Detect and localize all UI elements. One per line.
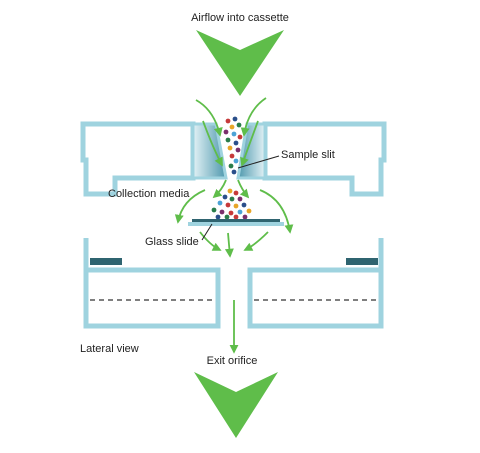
upper-housing-right <box>262 121 387 197</box>
lower-band-left <box>90 258 122 265</box>
lateral-view-label: Lateral view <box>80 343 139 355</box>
sample-slit-leader <box>237 155 280 169</box>
lower-band-right <box>346 258 378 265</box>
sample-slit-label: Sample slit <box>281 149 335 161</box>
flow-arrows <box>174 97 294 354</box>
lower-housing-left <box>83 238 221 329</box>
slit-wall-right <box>236 122 267 180</box>
exit-orifice-label: Exit orifice <box>207 355 258 367</box>
upper-housing-left <box>80 121 196 197</box>
glass-slide-leader <box>201 223 213 241</box>
glass-slide <box>188 222 284 226</box>
airflow-label: Airflow into cassette <box>191 12 289 24</box>
collection-media-label: Collection media <box>108 188 190 200</box>
slit-wall-left <box>191 122 228 180</box>
particles <box>211 116 252 220</box>
inflow-arrow <box>196 30 284 96</box>
glass-slide-label: Glass slide <box>145 236 199 248</box>
outflow-arrow <box>194 372 278 438</box>
collection-media <box>192 219 280 222</box>
lower-housing-right <box>247 238 384 329</box>
